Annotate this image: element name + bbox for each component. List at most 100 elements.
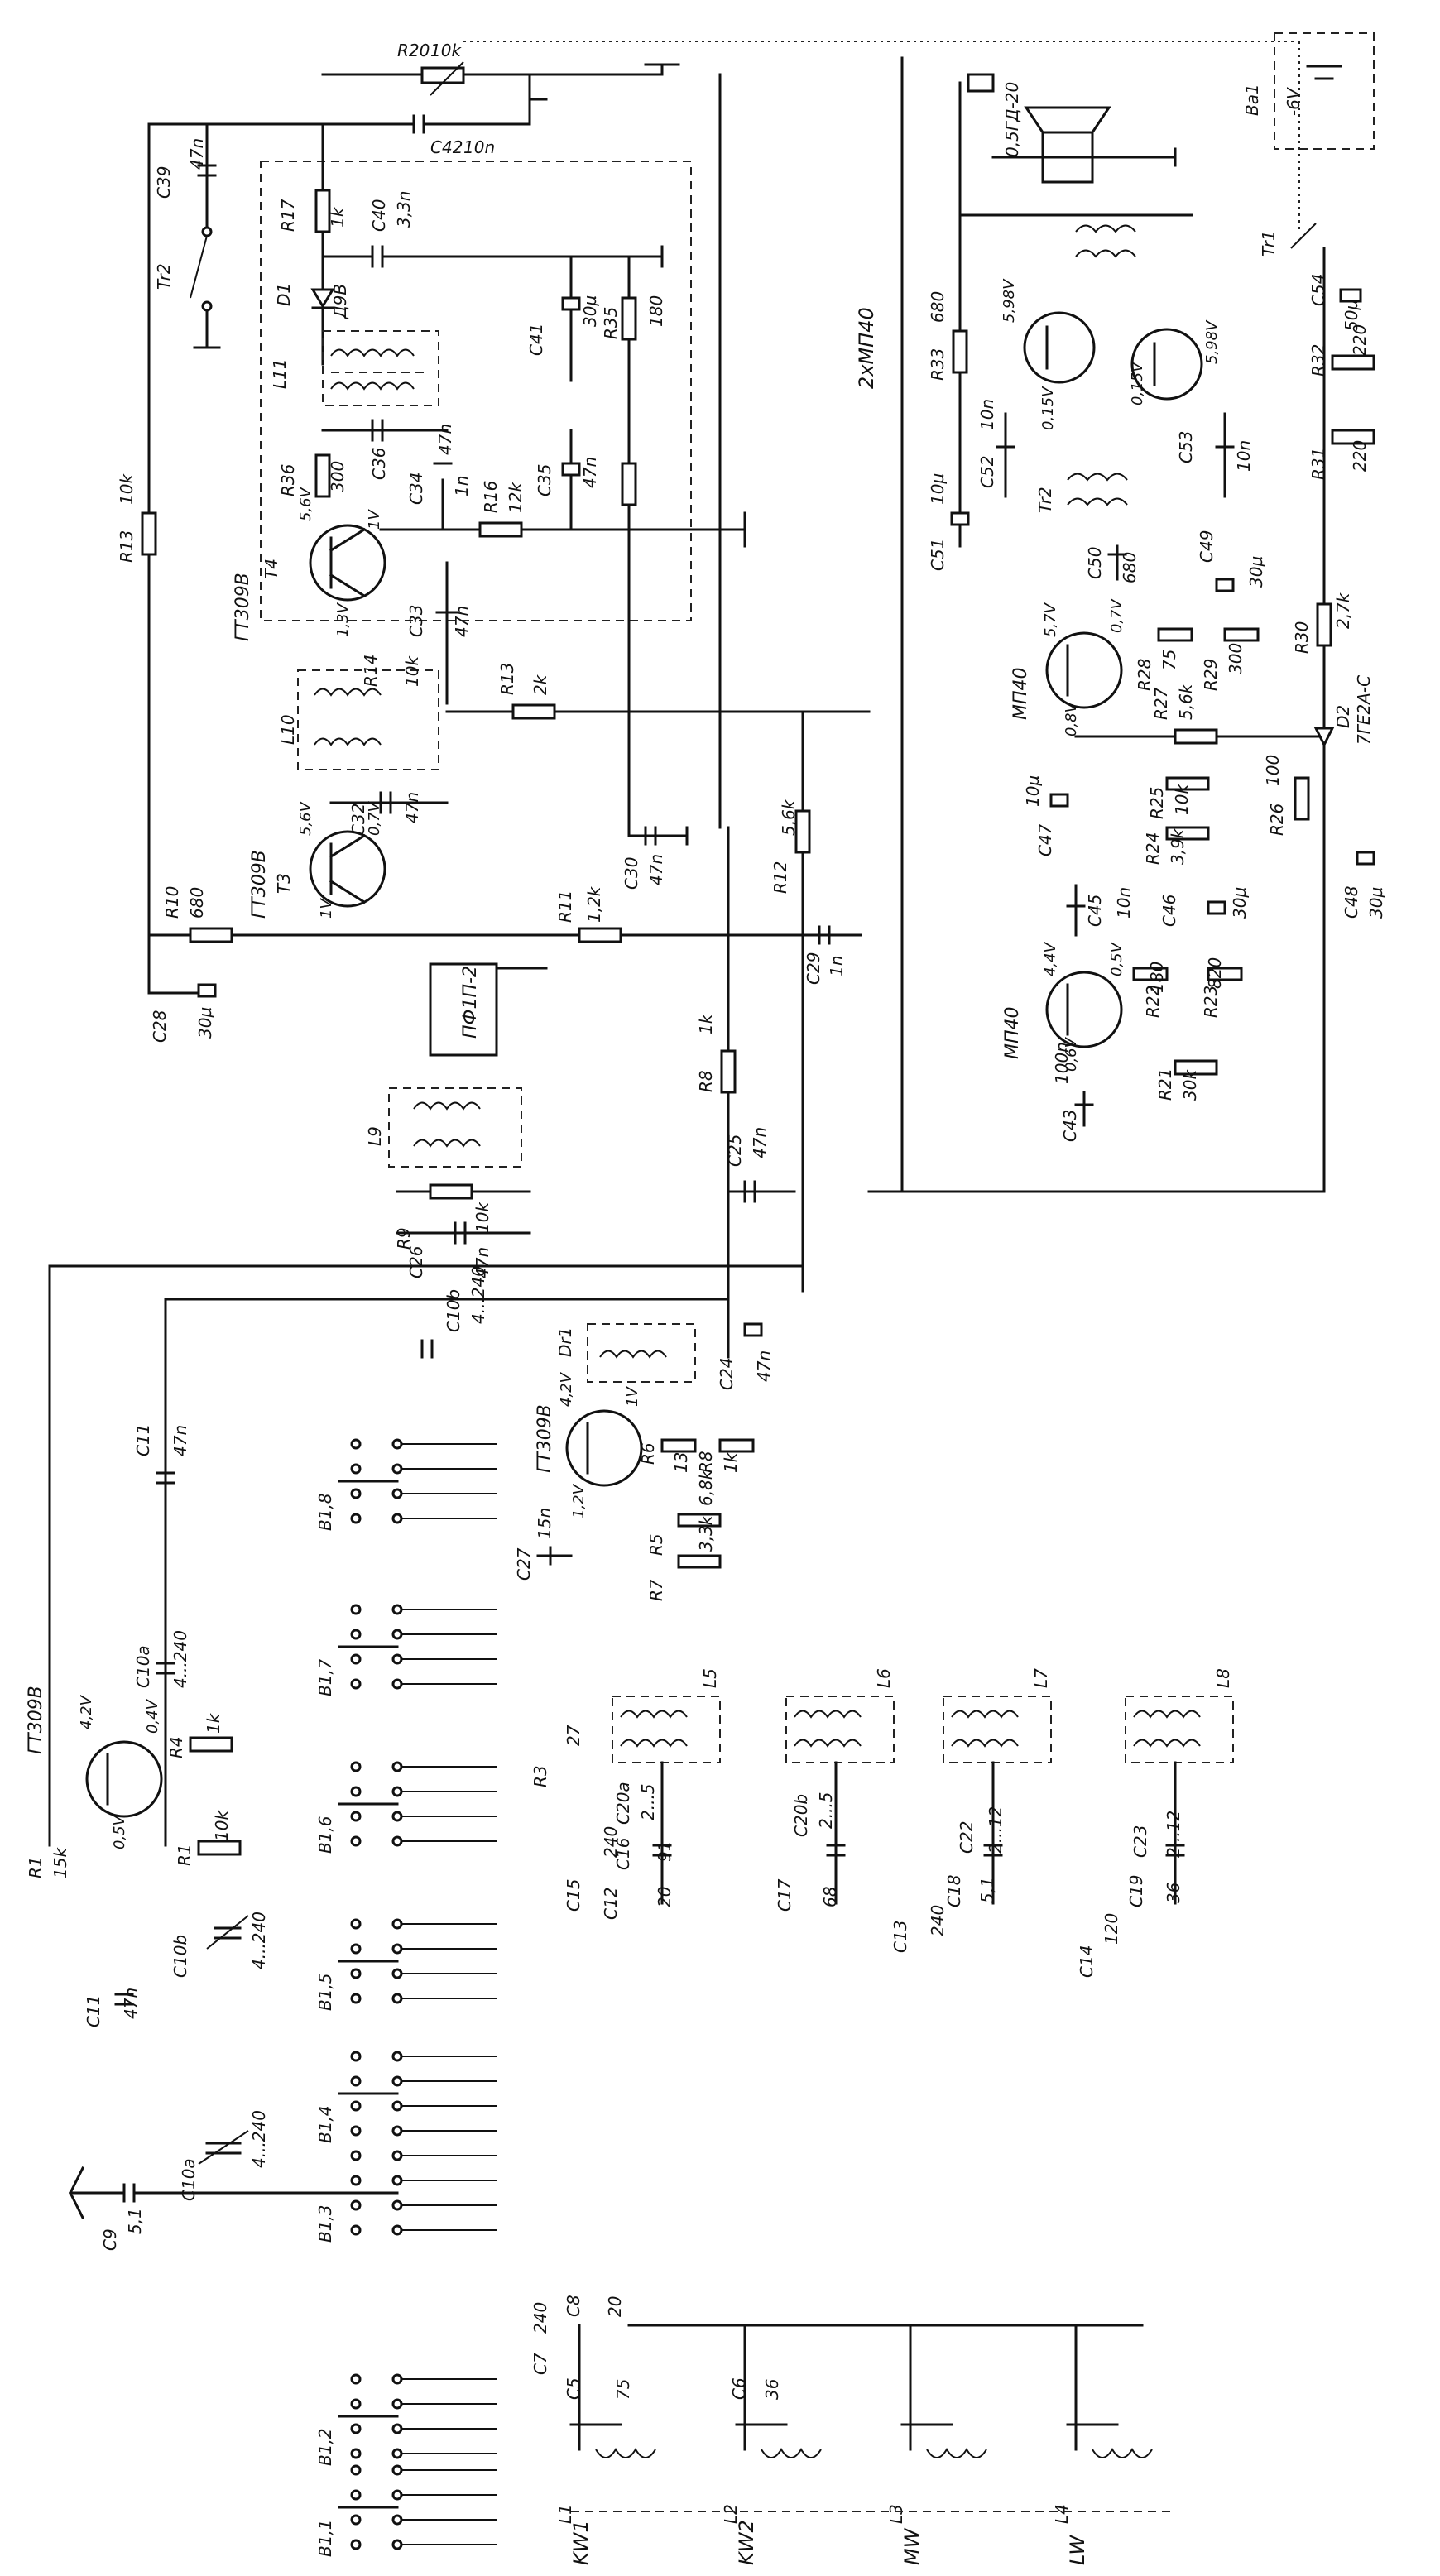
- c26-label: C10b: [444, 1289, 463, 1332]
- r32-label: R32: [1308, 344, 1328, 377]
- t8-v1: 5,98V: [1203, 319, 1221, 364]
- switch-contact: [350, 1653, 362, 1665]
- c37-label: C35: [535, 464, 554, 496]
- r15: [511, 703, 556, 720]
- switch-contact: [350, 1786, 362, 1797]
- r27-label: R27: [1151, 687, 1171, 720]
- coil-winding: [951, 1710, 1019, 1719]
- t6-v1: 5,7V: [1042, 602, 1059, 637]
- c32-value: 1n: [827, 956, 847, 976]
- r25-value: 10k: [1172, 784, 1192, 815]
- ba1-label: Ba1: [1242, 84, 1262, 116]
- c25-value: 15n: [535, 1508, 554, 1539]
- r21: [1174, 1059, 1218, 1076]
- switch-contact: [350, 1604, 362, 1615]
- r16-value: 10k: [402, 655, 422, 687]
- switch-contact: [350, 1761, 362, 1772]
- band-label-kw1: KW1: [569, 2520, 593, 2565]
- c28-label: C24: [717, 1358, 737, 1390]
- switch-contact: [350, 2464, 362, 2476]
- switch-B1-6-label: B1,6: [315, 1816, 335, 1854]
- c9-value: 5,1: [125, 2208, 145, 2234]
- r5-value: 6,8k: [696, 1469, 716, 1506]
- switch-contact: [391, 2539, 403, 2550]
- c35-label: C33: [406, 605, 426, 637]
- r23: [1207, 967, 1243, 981]
- r20-pot: [420, 66, 465, 84]
- switch-B1-8-label: B1,8: [315, 1493, 335, 1531]
- r16-label: R14: [361, 655, 381, 687]
- switch-contact: [391, 1918, 403, 1930]
- r25: [1165, 776, 1210, 791]
- band-label-kw2: KW2: [735, 2520, 758, 2565]
- coil-label-l7: L7: [1031, 1668, 1051, 1688]
- r17-label: R16: [481, 481, 501, 513]
- switch-contact: [350, 1438, 362, 1450]
- d2-label: D2: [1333, 705, 1353, 728]
- switch-contact: [350, 2448, 362, 2459]
- coil-label-l5: L5: [700, 1668, 720, 1688]
- switch-contact: [391, 2224, 403, 2236]
- switch-contact: [350, 2175, 362, 2186]
- r35-value: 300: [328, 461, 348, 492]
- r8-label: R8: [696, 1451, 716, 1473]
- c14-value: 120: [1102, 1913, 1121, 1945]
- t4-label: T4: [262, 559, 281, 579]
- r4-label: R4: [166, 1736, 186, 1758]
- t4-type: ГТ309В: [233, 573, 253, 641]
- c38-value: 47n: [435, 424, 455, 455]
- switch-contact: [350, 2398, 362, 2410]
- r34-label: R35: [601, 307, 621, 339]
- switch-contact: [391, 2514, 403, 2526]
- r29-label: R29: [1201, 659, 1221, 691]
- switch-contact: [391, 1604, 403, 1615]
- t6-v2: 0,7V: [1108, 597, 1126, 633]
- r12-label: R11: [555, 890, 575, 923]
- c23-label: C23: [1130, 1825, 1150, 1858]
- switch-B1-4-label: B1,4: [315, 2105, 335, 2143]
- c8-value: 20: [605, 2296, 625, 2317]
- c24-label: C10a: [133, 1645, 153, 1688]
- r1-value: 15k: [50, 1847, 70, 1878]
- r7-value: 3,3k: [696, 1514, 716, 1552]
- r28-value: 75: [1159, 650, 1179, 670]
- t2-v3: 1,2V: [570, 1483, 588, 1518]
- filter-label: ПФ1П-2: [460, 966, 481, 1039]
- switch-contact: [350, 1678, 362, 1690]
- coil-winding: [794, 1739, 862, 1748]
- c42-value: 10n: [463, 137, 495, 157]
- r24-value: 3,9k: [1168, 827, 1188, 865]
- c39-value: 47n: [187, 138, 207, 170]
- switch-contact: [391, 2100, 403, 2112]
- r14-value: 10k: [117, 473, 137, 505]
- coil-winding: [1133, 1739, 1201, 1748]
- input-coil-label-l1: L1: [555, 2504, 575, 2524]
- coil-winding: [1133, 1710, 1201, 1719]
- r4-value: 1k: [204, 1712, 223, 1734]
- switch-contact: [350, 2100, 362, 2112]
- t3-transistor: [309, 830, 386, 908]
- l10-can: [297, 669, 439, 770]
- r23-value: 820: [1205, 957, 1225, 989]
- l9-can: [388, 1087, 522, 1168]
- c10b-label: C10b: [170, 1935, 190, 1978]
- c7-value: 240: [530, 2302, 550, 2334]
- c48-label: C48: [1342, 886, 1361, 919]
- switch-contact: [350, 1629, 362, 1640]
- t5-v1: 4,4V: [1042, 941, 1059, 976]
- r5: [677, 1513, 722, 1528]
- d1-diode: [310, 288, 335, 309]
- r13: [794, 809, 811, 854]
- switch-contact: [391, 1653, 403, 1665]
- c27-value: 47n: [170, 1425, 190, 1456]
- t7-v2: 0,15V: [1039, 386, 1057, 430]
- tr1-label: Tr2: [1035, 487, 1055, 513]
- c20b-label: C20b: [791, 1794, 811, 1837]
- l11-can: [322, 330, 439, 406]
- r29: [1223, 627, 1260, 642]
- r21-label: R21: [1155, 1068, 1175, 1101]
- c52-value: 10n: [977, 399, 997, 430]
- switch-contact: [350, 2150, 362, 2161]
- t4-v1: 5,6V: [297, 486, 314, 521]
- r28: [1157, 627, 1193, 642]
